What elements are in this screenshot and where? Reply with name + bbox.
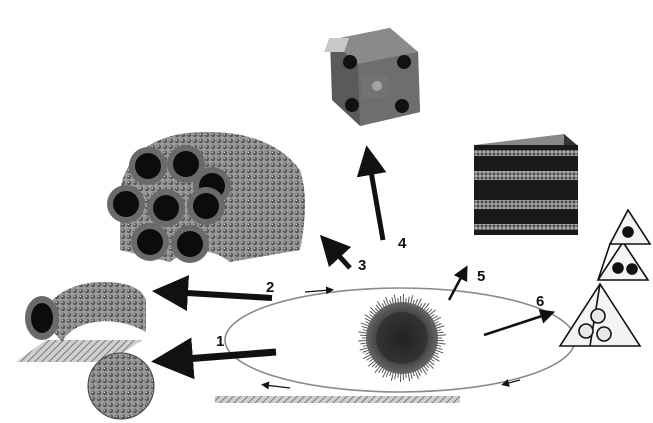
cylinder-core — [113, 191, 139, 217]
arrow-2 — [170, 292, 272, 298]
substrate-strip — [215, 396, 460, 403]
step-label-6: 6 — [536, 293, 544, 310]
micelle-chain — [400, 364, 401, 382]
tube-on-substrate — [16, 282, 146, 362]
arrow-6 — [484, 314, 548, 335]
cubic-network-structure — [324, 28, 420, 126]
step-label-4: 4 — [398, 235, 407, 252]
arrow-3 — [330, 246, 350, 268]
cylinder-core — [193, 193, 219, 219]
step-label-5: 5 — [477, 268, 485, 285]
micelle-chain — [403, 364, 404, 380]
vesicle-sphere — [88, 353, 154, 419]
cylinder-core — [137, 229, 163, 255]
cylinder-core — [177, 231, 203, 257]
micelle-chain — [403, 294, 404, 312]
arrow-4 — [369, 160, 383, 240]
cylinder-core — [153, 195, 179, 221]
arrow-5 — [449, 272, 464, 300]
cylinder-core — [173, 151, 199, 177]
arrow-1 — [172, 352, 276, 360]
micelle-chain — [401, 296, 402, 312]
step-label-1: 1 — [216, 333, 224, 350]
hexagonal-cylinder-bundle — [107, 132, 305, 263]
cylinder-core — [135, 153, 161, 179]
step-label-3: 3 — [358, 257, 366, 274]
central-micelle — [358, 294, 446, 382]
step-label-2: 2 — [266, 279, 274, 296]
lamellar-stack — [474, 134, 578, 235]
